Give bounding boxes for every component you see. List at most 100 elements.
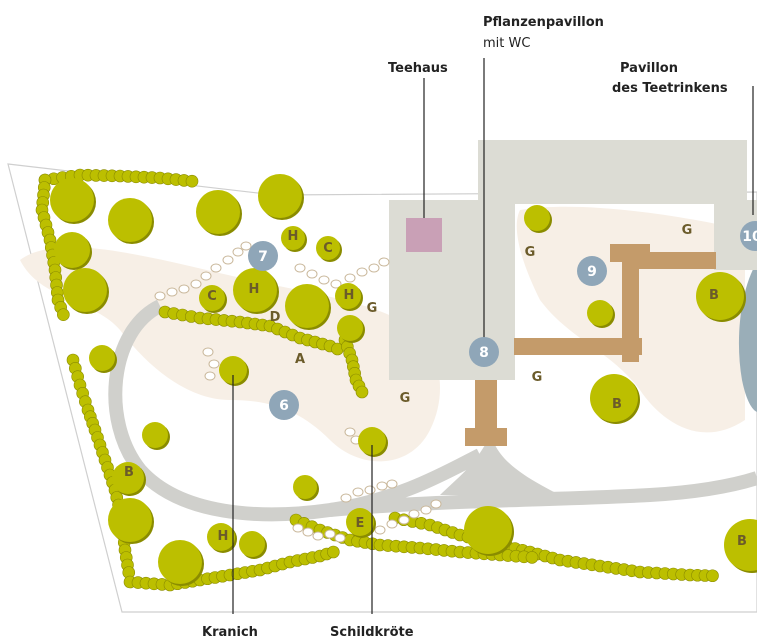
map-letter: G bbox=[682, 223, 693, 238]
hedges bbox=[35, 168, 719, 592]
stepping-stone bbox=[344, 427, 356, 437]
building-top bbox=[478, 140, 747, 204]
tree bbox=[158, 540, 202, 584]
badge-7[interactable] bbox=[248, 241, 278, 271]
stepping-stone bbox=[386, 519, 398, 529]
tree bbox=[258, 174, 302, 218]
stepping-stone bbox=[166, 287, 178, 297]
map-letter: H bbox=[288, 229, 299, 244]
tree bbox=[54, 232, 90, 268]
shrub bbox=[185, 174, 199, 188]
stepping-stone bbox=[154, 291, 166, 301]
stepping-stone bbox=[398, 515, 410, 525]
stepping-stone bbox=[386, 479, 398, 489]
tree bbox=[464, 506, 512, 554]
tree bbox=[239, 531, 265, 557]
badge-6[interactable] bbox=[269, 390, 299, 420]
tree bbox=[335, 283, 361, 309]
label-pflanzenpavillon: Pflanzenpavillon bbox=[483, 15, 604, 30]
stepping-stone bbox=[376, 481, 388, 491]
stepping-stone bbox=[430, 499, 442, 509]
tree bbox=[587, 300, 613, 326]
stepping-stone bbox=[190, 279, 202, 289]
stepping-stone bbox=[200, 271, 212, 281]
deck bbox=[636, 252, 716, 269]
map-letter: D bbox=[270, 310, 281, 325]
tree bbox=[233, 268, 277, 312]
badge-9[interactable] bbox=[577, 256, 607, 286]
tree bbox=[108, 198, 152, 242]
stepping-stone bbox=[318, 275, 330, 285]
teahouse-square bbox=[406, 218, 442, 252]
stepping-stone bbox=[330, 279, 342, 289]
stepping-stone bbox=[408, 509, 420, 519]
stepping-stone bbox=[306, 269, 318, 279]
map-letter: G bbox=[400, 391, 411, 406]
stepping-stone bbox=[356, 267, 368, 277]
stepping-stone bbox=[202, 347, 214, 357]
trees bbox=[50, 174, 757, 586]
label-pavillon-line2: des Teetrinkens bbox=[612, 81, 728, 96]
stepping-stone bbox=[292, 523, 304, 533]
deck bbox=[465, 428, 507, 446]
shrub bbox=[327, 545, 340, 559]
label-kranich: Kranich bbox=[202, 625, 258, 640]
stepping-stone bbox=[210, 263, 222, 273]
stepping-stone bbox=[420, 505, 432, 515]
tree bbox=[524, 205, 550, 231]
tree bbox=[337, 315, 363, 341]
stepping-stone bbox=[302, 527, 314, 537]
map-letter: G bbox=[525, 245, 536, 260]
stepping-stone bbox=[222, 255, 234, 265]
badge-10[interactable] bbox=[740, 221, 757, 251]
walkway bbox=[108, 299, 484, 522]
stepping-stone bbox=[240, 241, 252, 251]
badge-8-label: 8 bbox=[479, 345, 489, 361]
map-letter: H bbox=[218, 529, 229, 544]
tree bbox=[590, 374, 638, 422]
badge-10-label: 10 bbox=[742, 229, 757, 245]
stepping-stone bbox=[374, 525, 386, 535]
tree bbox=[207, 523, 235, 551]
walkway bbox=[329, 471, 757, 517]
stepping-stone bbox=[368, 263, 380, 273]
walkway-plaza bbox=[440, 445, 560, 495]
stepping-stone bbox=[294, 263, 306, 273]
map-letter: H bbox=[249, 282, 260, 297]
stepping-stone bbox=[312, 531, 324, 541]
map-letter: A bbox=[295, 352, 305, 367]
tree bbox=[50, 178, 94, 222]
tree bbox=[724, 519, 757, 571]
stepping-stone bbox=[334, 533, 346, 543]
deck bbox=[514, 338, 642, 355]
stepping-stone bbox=[204, 371, 216, 381]
map-letter: G bbox=[367, 301, 378, 316]
deck bbox=[475, 380, 497, 430]
map-letter: H bbox=[344, 288, 355, 303]
tree bbox=[285, 284, 329, 328]
deck bbox=[622, 244, 639, 362]
tree bbox=[219, 356, 247, 384]
map-letter: C bbox=[323, 241, 333, 256]
stepping-stone bbox=[324, 529, 336, 539]
badge-8[interactable] bbox=[469, 337, 499, 367]
stepping-stone bbox=[178, 284, 190, 294]
map-letter: B bbox=[124, 465, 134, 480]
sand-area bbox=[20, 247, 440, 462]
tree bbox=[316, 236, 340, 260]
label-pavillon-line1: Pavillon bbox=[620, 61, 678, 76]
label-schildkroete: Schildkröte bbox=[330, 625, 414, 640]
map-letter: E bbox=[356, 516, 365, 531]
tree bbox=[696, 272, 744, 320]
map-letter: B bbox=[709, 288, 719, 303]
badge-6-label: 6 bbox=[279, 398, 289, 414]
tree bbox=[346, 508, 374, 536]
tree bbox=[108, 498, 152, 542]
tree bbox=[142, 422, 168, 448]
stepping-stone bbox=[378, 257, 390, 267]
badge-9-label: 9 bbox=[587, 264, 597, 280]
stepping-stone bbox=[232, 247, 244, 257]
stepping-stones bbox=[154, 241, 442, 543]
map-letter: C bbox=[207, 289, 217, 304]
